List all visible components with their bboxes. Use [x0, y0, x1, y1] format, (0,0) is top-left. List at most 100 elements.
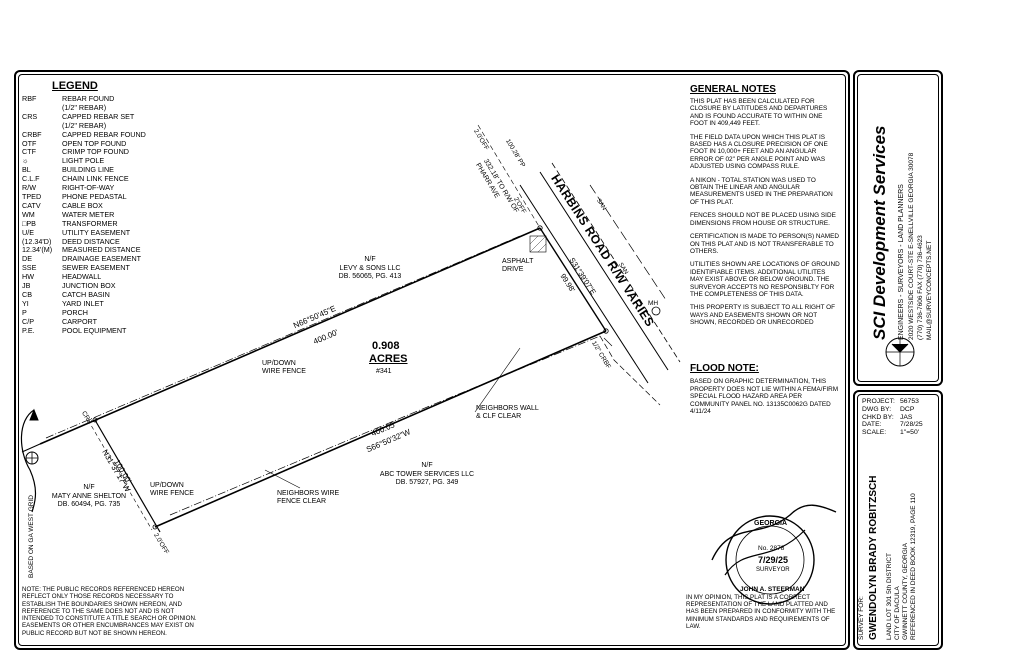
legend-description: DRAINAGE EASEMENT — [62, 254, 142, 264]
legend-description: CARPORT — [62, 316, 98, 326]
legend-item: HW HEADWALL — [22, 272, 146, 282]
legend-description: TRANSFORMER — [62, 218, 118, 228]
project-info-value: 7/28/25 — [900, 421, 923, 429]
south-owner-name: ABC TOWER SERVICES LLC — [379, 470, 475, 478]
company-address: 2020 WESTSIDE COURT-STE E-SNELLVILLE GEO… — [908, 152, 915, 340]
west-owner-nf: N/F — [83, 484, 95, 491]
south-owner-nf: N/F — [421, 462, 433, 469]
legend-item: CATV CABLE BOX — [22, 200, 146, 211]
west-owner-name: MATY ANNE SHELTON — [51, 492, 127, 500]
legend-code: SSE — [22, 263, 37, 273]
west-owner-deed: DB. 60494, PG. 735 — [57, 501, 121, 508]
legend-code: C/P — [22, 316, 34, 326]
east-property-line — [539, 227, 607, 332]
project-info-row: CHKD BY: JAS — [862, 414, 923, 422]
leader-wall — [474, 347, 521, 413]
south-owner-deed: DB. 57927, PG. 349 — [395, 479, 459, 486]
surveyor-seal — [711, 504, 837, 605]
legend-code: CRS — [22, 111, 38, 121]
project-info-row: DATE:7/28/25 — [862, 421, 923, 429]
wire-fence-north — [45, 235, 521, 439]
company-phone: (770) 736-7606 FAX (770) 736-4623 — [917, 235, 924, 340]
clf-east-fence — [599, 335, 661, 406]
legend-code: 12.34'(M) — [22, 245, 53, 255]
legend-code: RBF — [22, 94, 37, 103]
project-info-row: DWG BY:DCP — [862, 406, 923, 414]
corner-monument-north — [537, 225, 543, 231]
legend-code: HW — [22, 272, 34, 282]
legend-description: CATCH BASIN — [62, 289, 110, 299]
flood-note-text: BASED ON GRAPHIC DETERMINATION, THIS PRO… — [690, 378, 839, 416]
asphalt-drive-line2: DRIVE — [502, 266, 524, 273]
corner-monument-south — [152, 524, 158, 530]
wire-fence-south — [169, 335, 601, 516]
general-note: THIS PROPERTY IS SUBJECT TO ALL RIGHT OF… — [690, 304, 836, 327]
legend-code: □PB — [22, 218, 36, 228]
company-block-border — [853, 70, 943, 386]
neighbors-wall-line1: NEIGHBORS WALL — [476, 405, 539, 412]
company-services: ENGINEERS - SURVEYORS - LAND PLANNERS — [898, 184, 905, 340]
manhole-symbol — [651, 306, 661, 316]
west-owner: N/F MATY ANNE SHELTON DB. 60494, PG. 735 — [34, 484, 144, 510]
project-info-label: SCALE: — [862, 429, 887, 437]
legend-code: CATV — [22, 200, 41, 210]
project-info-row: PROJECT:56753 — [862, 398, 923, 406]
legend-item: SSE SEWER EASEMENT — [22, 263, 146, 273]
legend-description: MEASURED DISTANCE — [62, 245, 141, 255]
seal-date: 7/29/25 — [758, 555, 789, 565]
legend-item: P PORCH — [22, 307, 146, 318]
seal-name: JOHN A. STEERMAN — [740, 586, 805, 593]
survey-county: GWINNETT COUNTY, GEORGIA — [902, 543, 909, 640]
general-note: CERTIFICATION IS MADE TO PERSON(S) NAMED… — [690, 233, 840, 255]
legend-description: LIGHT POLE — [62, 156, 105, 166]
seal-number: No. 2878 — [758, 545, 785, 552]
legend-description: HEADWALL — [62, 272, 102, 282]
public-records-note: NOTE: THE PUBLIC RECORDS REFERENCED HERE… — [22, 586, 197, 637]
asphalt-drive-line1: ASPHALT — [502, 258, 534, 265]
project-info-label: CHKD BY: — [862, 413, 894, 421]
asphalt-drive-label: ASPHALT DRIVE — [502, 258, 533, 274]
legend-code: P — [22, 307, 27, 317]
survey-for-label: SURVEY FOR: — [858, 596, 865, 640]
north-owner-name: LEVY & SONS LLC — [339, 264, 401, 272]
drawing-border — [14, 70, 850, 650]
legend-code: R/W — [22, 183, 36, 193]
seal-role: SURVEYOR — [756, 567, 790, 573]
legend-description: BUILDING LINE — [62, 165, 114, 175]
west-property-line — [94, 419, 161, 533]
legend-item: ☼LIGHT POLE — [22, 156, 146, 166]
legend-description: PORCH — [62, 307, 88, 317]
updown-fence-label-1: UP/DOWN WIRE FENCE — [262, 360, 306, 376]
neighbors-fence-line1: NEIGHBORS WIRE — [277, 490, 340, 497]
grid-basis-label: BASED ON GA WEST GRID — [28, 495, 35, 578]
legend-item: P.E.POOL EQUIPMENT — [22, 326, 146, 336]
flood-note-title: FLOOD NOTE: — [690, 363, 759, 374]
project-info-value: DCP — [900, 405, 915, 413]
legend-description: DEED DISTANCE — [62, 236, 120, 246]
legend-code: DE — [22, 254, 32, 264]
legend-code: C.L.F — [22, 174, 40, 184]
legend-description: CAPPED REBAR FOUND — [62, 129, 146, 139]
legend-description: CABLE BOX — [62, 200, 103, 210]
legend-description: SEWER EASEMENT — [62, 263, 130, 273]
legend-code: JB — [22, 281, 31, 291]
legend-item: (12.34'D)DEED DISTANCE — [22, 236, 146, 247]
legend-code: CTF — [22, 147, 36, 157]
neighbors-wall-line2: & CLF CLEAR — [476, 413, 522, 420]
legend-code: TPED — [22, 191, 42, 201]
survey-reference: REFERENCED IN DEED BOOK 12319, PAGE 110 — [910, 493, 917, 640]
general-notes-title: GENERAL NOTES — [690, 84, 776, 95]
company-name: SCI Development Services — [870, 125, 889, 340]
tie-line — [477, 124, 541, 229]
surveyor-opinion: IN MY OPINION, THIS PLAT IS A CORRECT RE… — [686, 594, 836, 630]
legend-code: CB — [22, 289, 32, 299]
project-info-value: JAS — [900, 413, 913, 421]
project-block-inner-border — [857, 394, 939, 646]
neighbors-fence-label: NEIGHBORS WIRE FENCE CLEAR — [277, 490, 339, 506]
updown-fence-2-line1: UP/DOWN — [150, 482, 184, 489]
